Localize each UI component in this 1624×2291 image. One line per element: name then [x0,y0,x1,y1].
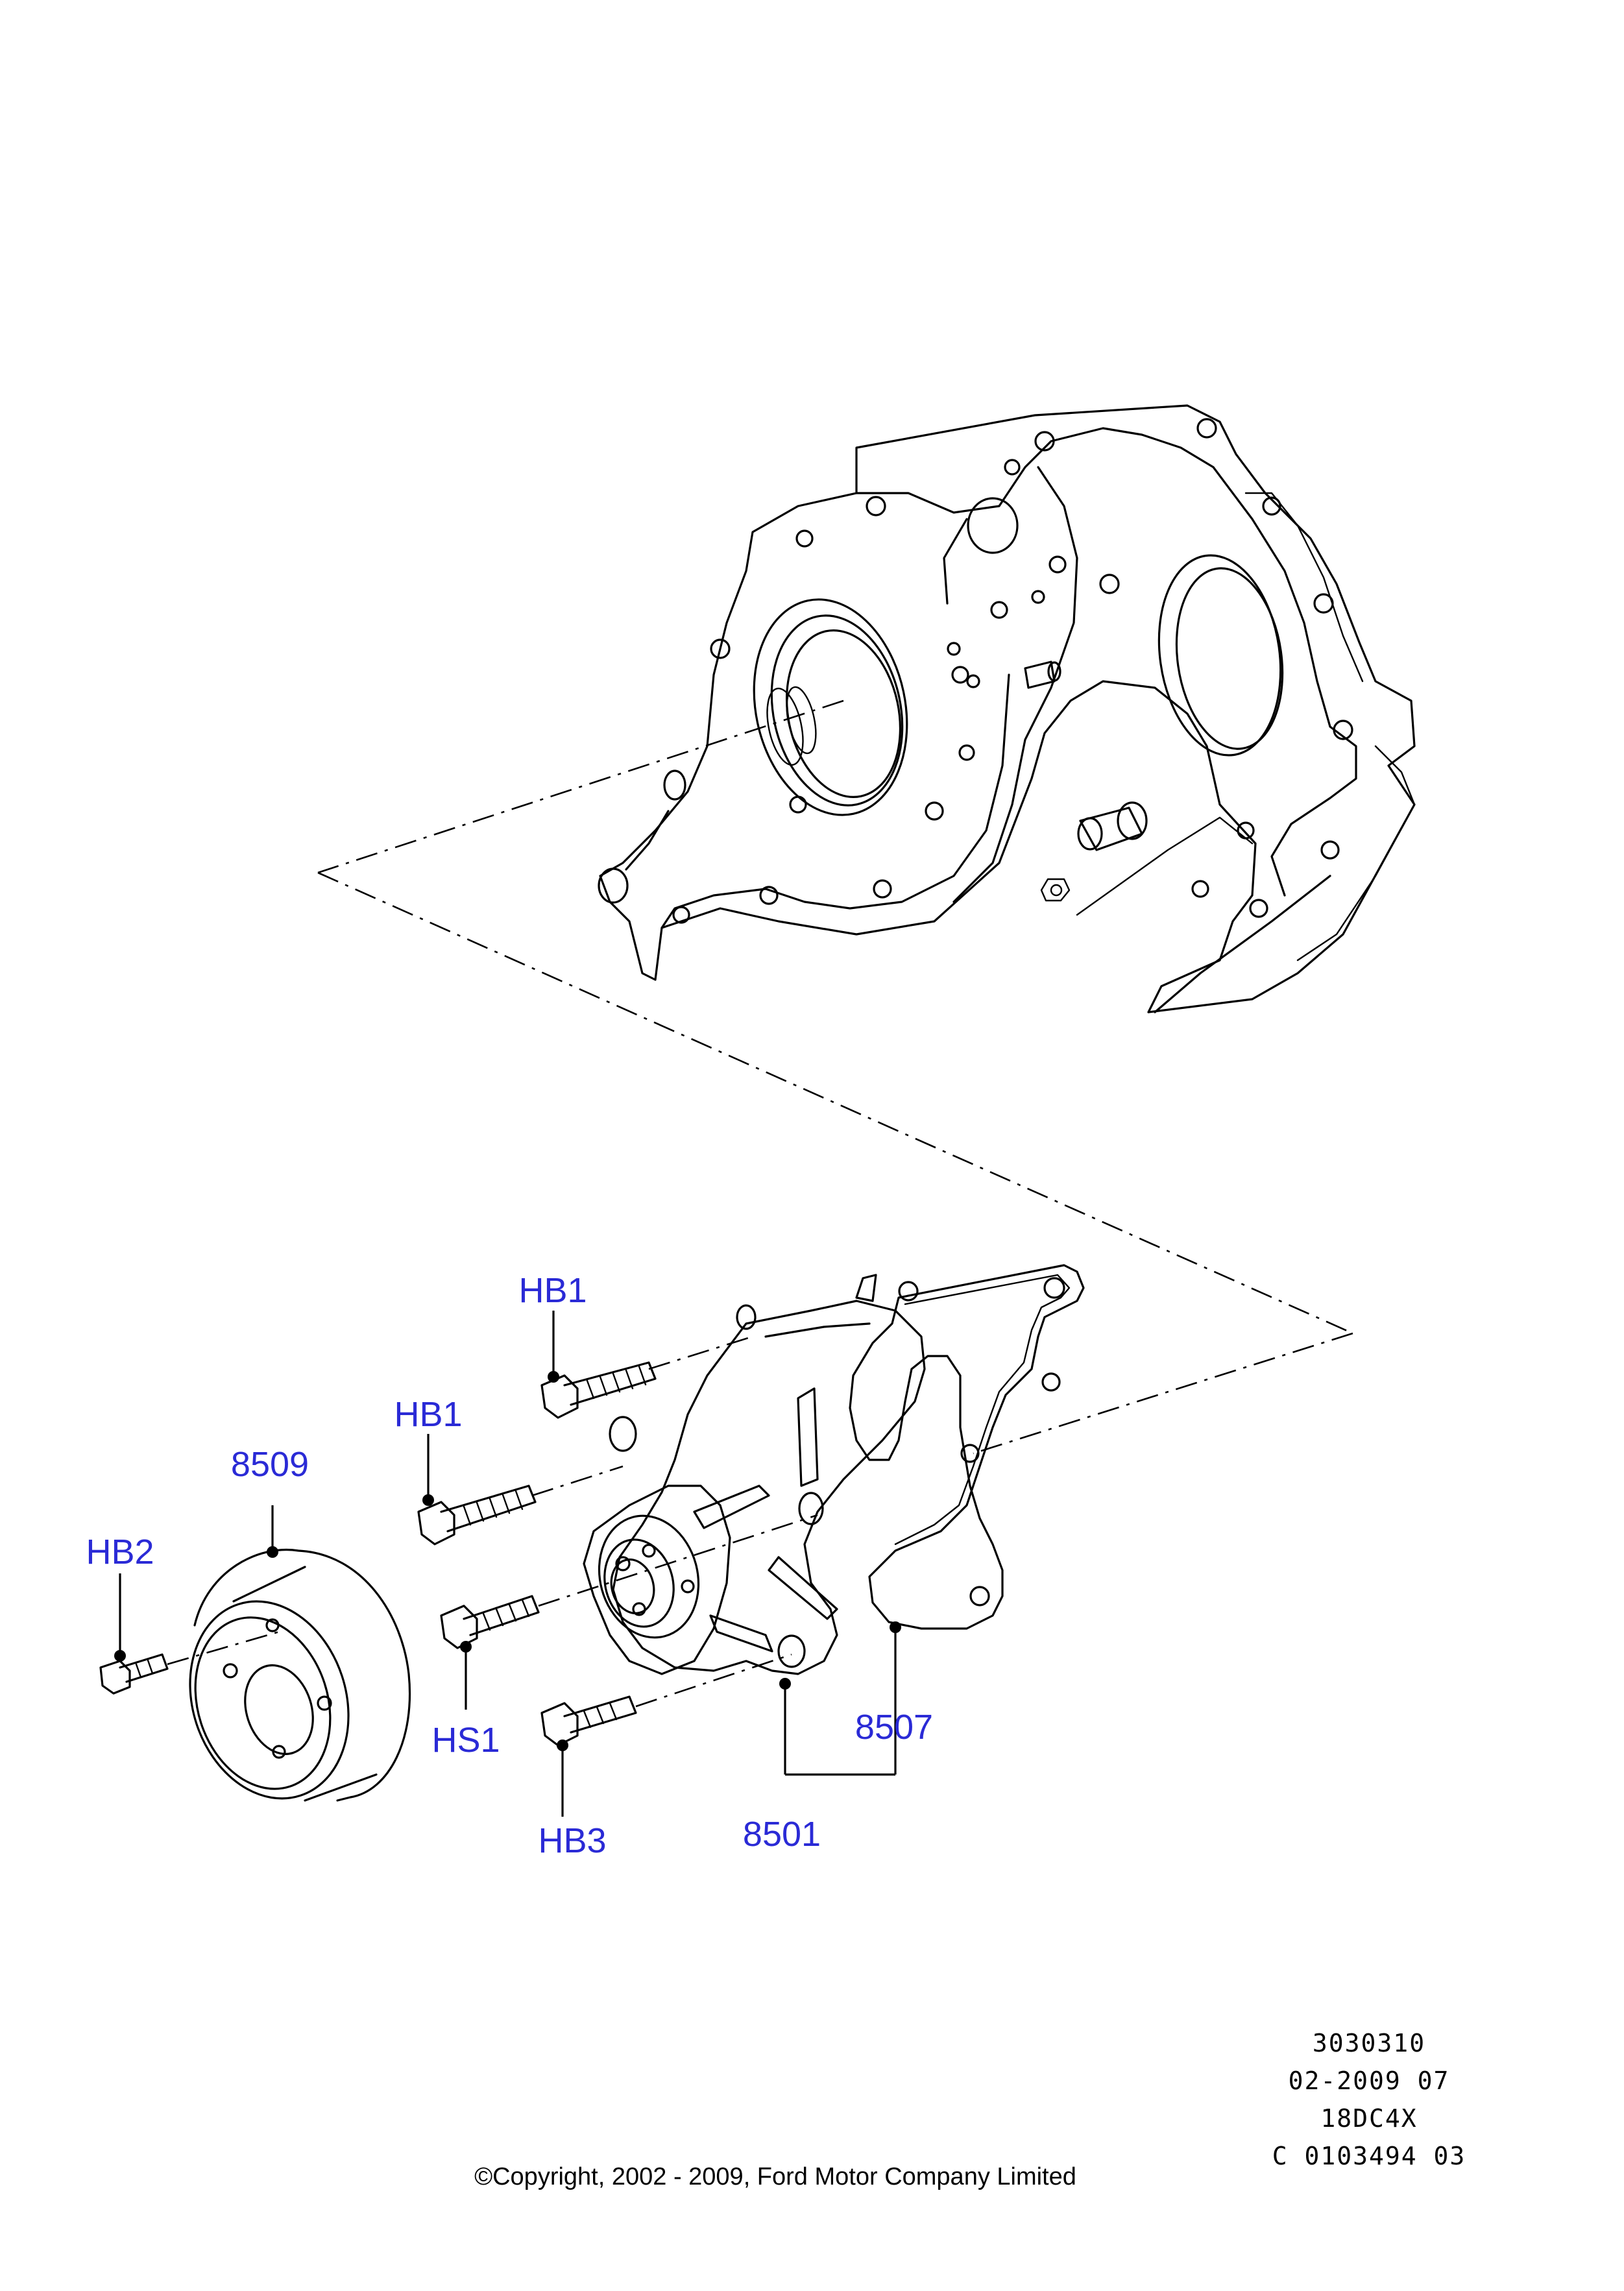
copyright-notice: ©Copyright, 2002 - 2009, Ford Motor Comp… [474,2163,1076,2190]
callout-hb1-upper: HB1 [518,1271,587,1310]
reference-block: 3030310 02-2009 07 18DC4X C 0103494 03 [1272,2029,1466,2170]
stud-hs1 [440,1595,540,1649]
bolt-hb1-lower [417,1485,537,1546]
bolt-hb3 [540,1695,637,1747]
reference-line-3: 18DC4X [1320,2104,1417,2133]
bolt-hb2 [99,1653,169,1695]
reference-line-2: 02-2009 07 [1289,2067,1450,2095]
callout-leaders [114,1311,901,1817]
callout-8501: 8501 [743,1815,821,1854]
callout-hs1: HS1 [431,1721,500,1760]
water-pump-8501 [583,1274,926,1675]
callout-hb2: HB2 [86,1533,154,1571]
bolt-hb1-upper [540,1361,657,1419]
callout-hb1-lower: HB1 [394,1395,462,1434]
water-pump-gasket-8507 [849,1264,1085,1630]
alignment-lines [167,699,1353,1708]
reference-line-4: C 0103494 03 [1272,2142,1466,2170]
pulley-8509 [189,1548,411,1802]
cover-bolt-holes [672,418,1353,924]
engine-front-cover [598,404,1416,1013]
callout-hb3: HB3 [538,1821,606,1860]
callout-8509: 8509 [231,1445,309,1484]
reference-line-1: 3030310 [1313,2029,1425,2057]
callout-8507: 8507 [855,1708,933,1747]
